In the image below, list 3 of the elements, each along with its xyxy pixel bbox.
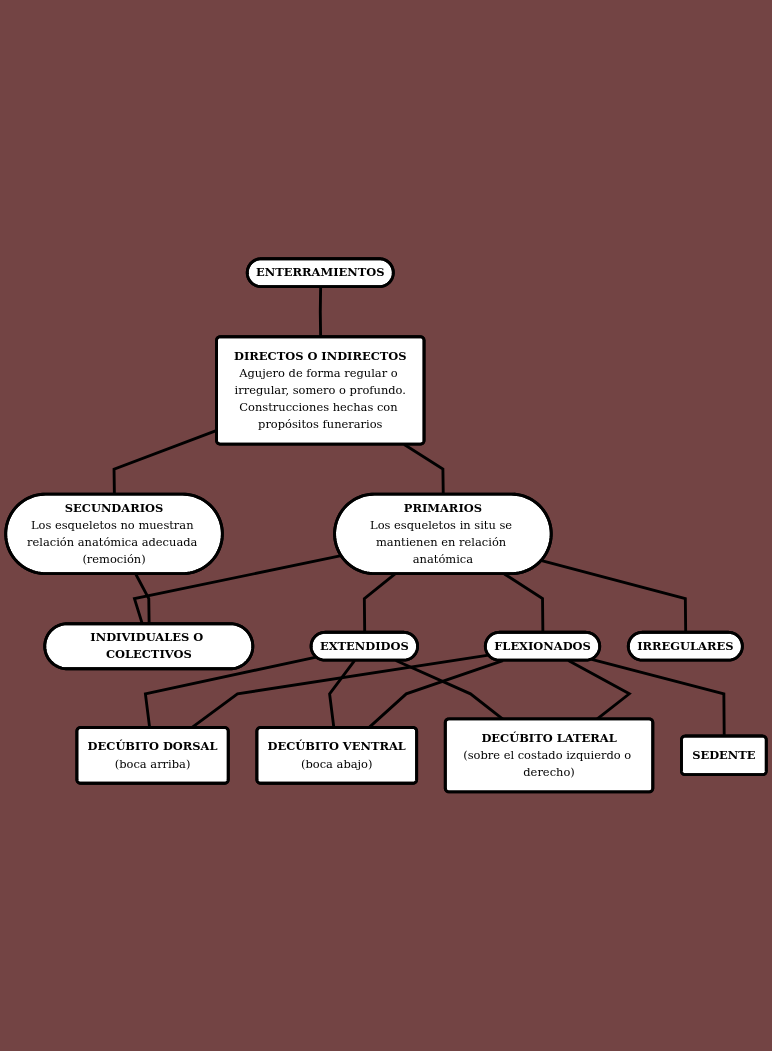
connector [591, 658, 726, 737]
connector [541, 559, 688, 633]
connector [362, 573, 396, 633]
